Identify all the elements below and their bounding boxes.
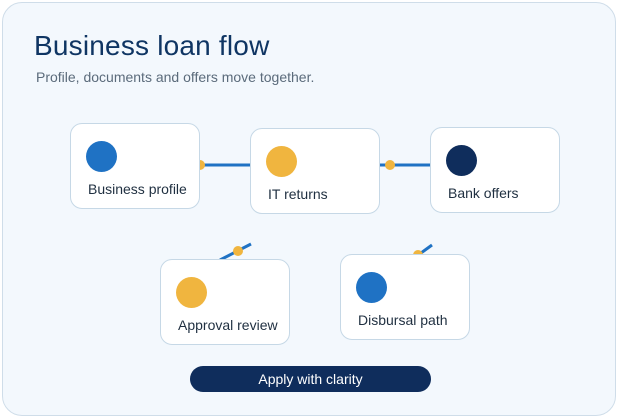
diagram-title: Business loan flow: [34, 30, 270, 61]
node-label: Bank offers: [448, 185, 519, 201]
diagram-subtitle: Profile, documents and offers move toget…: [36, 69, 315, 85]
node-disbursal-path[interactable]: Disbursal path: [340, 254, 470, 340]
node-dot-icon: [446, 145, 477, 176]
node-dot-icon: [86, 141, 117, 172]
node-label: IT returns: [268, 186, 328, 202]
node-label: Disbursal path: [358, 312, 448, 328]
apply-button[interactable]: Apply with clarity: [190, 366, 431, 392]
node-it-returns[interactable]: IT returns: [250, 128, 380, 214]
node-bank-offers[interactable]: Bank offers: [430, 127, 560, 213]
node-dot-icon: [356, 272, 387, 303]
node-label: Business profile: [88, 181, 187, 197]
node-approval-review[interactable]: Approval review: [160, 259, 290, 345]
node-label: Approval review: [178, 317, 278, 333]
node-dot-icon: [176, 277, 207, 308]
connector-joint: [233, 246, 243, 256]
connector-joint: [385, 160, 395, 170]
node-dot-icon: [266, 146, 297, 177]
node-business-profile[interactable]: Business profile: [70, 123, 200, 209]
